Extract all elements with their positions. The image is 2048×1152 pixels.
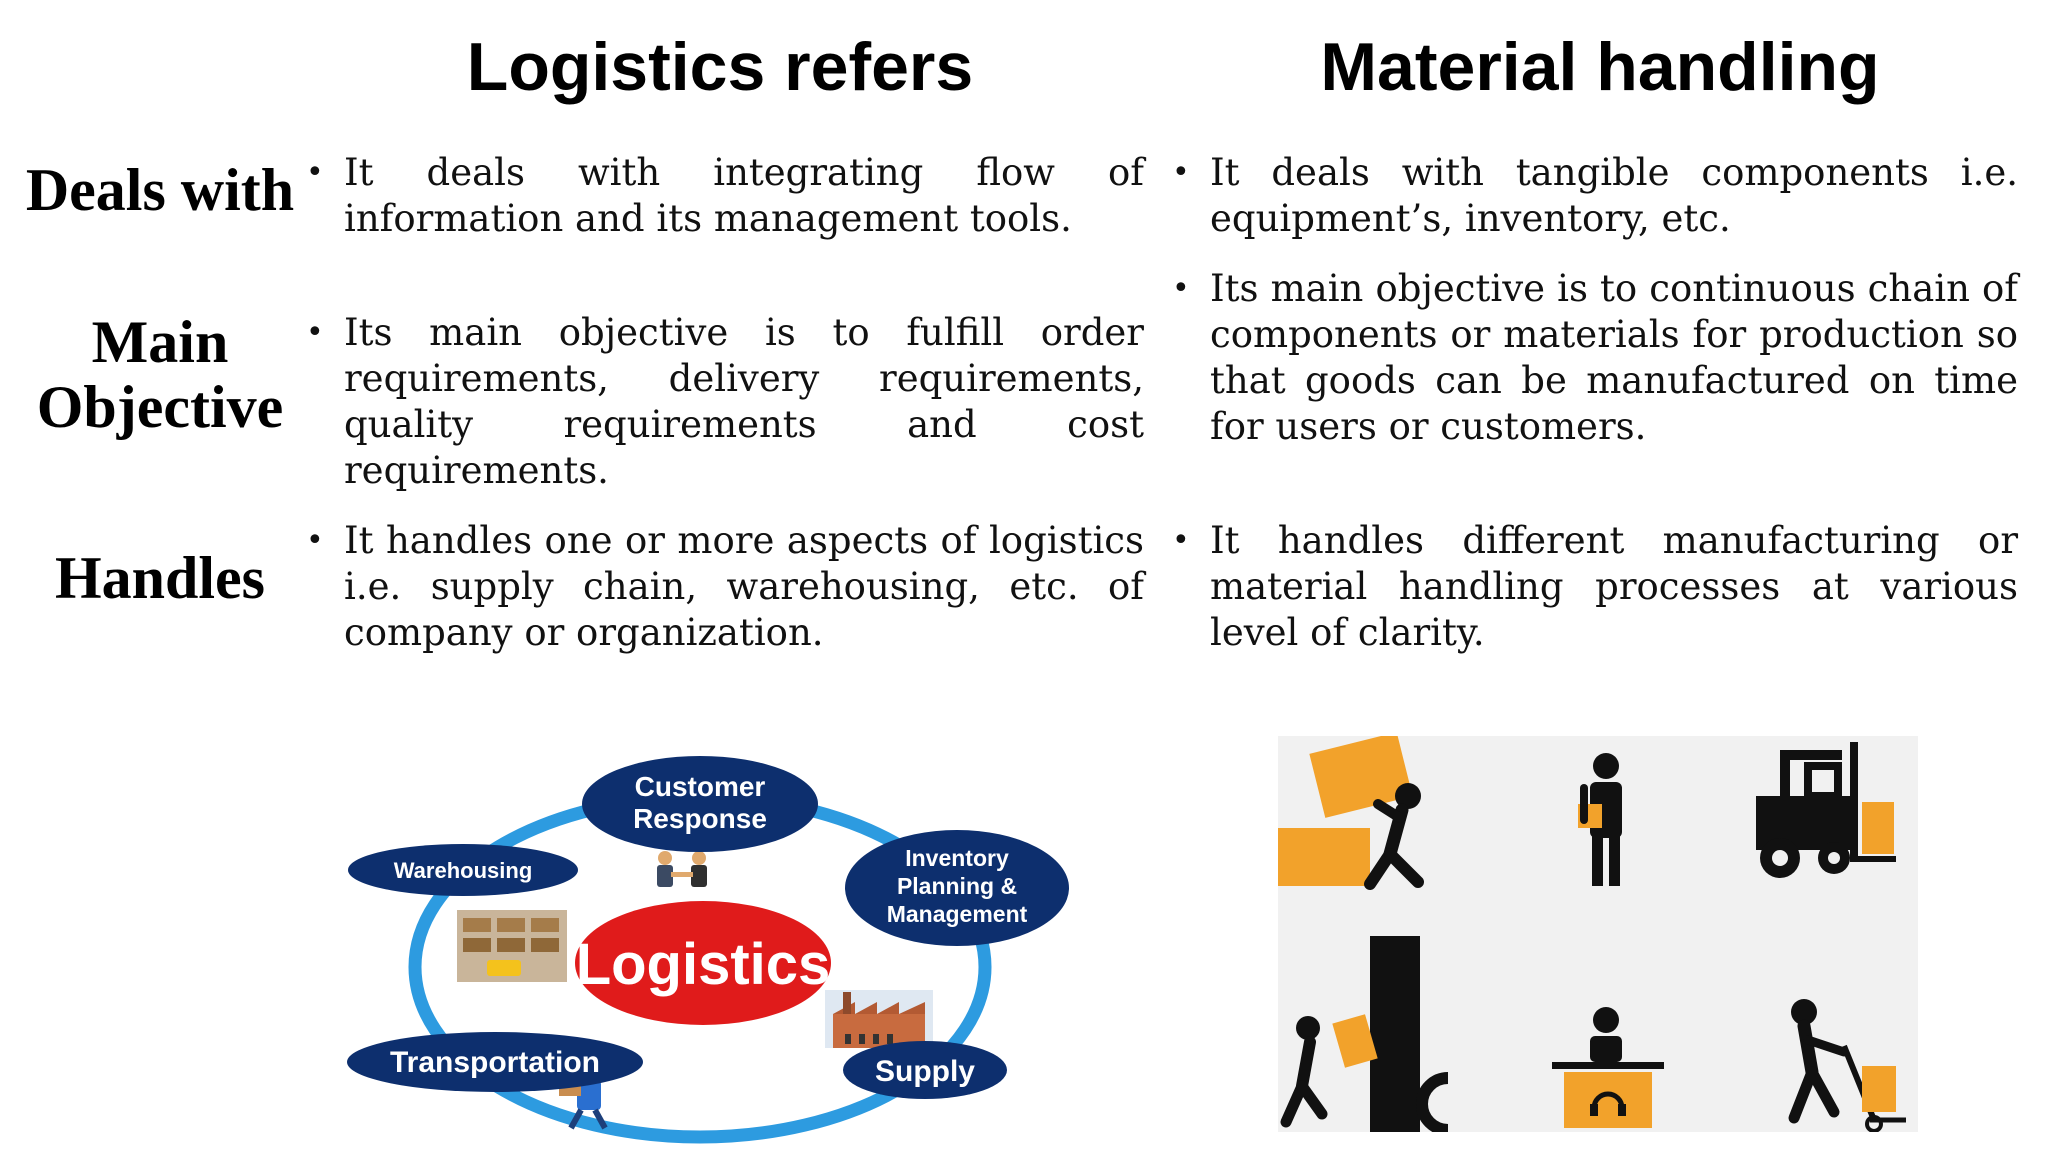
customer-node-label-2: Response	[633, 803, 767, 834]
logistics-cycle-diagram: Customer Response Inventory Planning & M…	[347, 756, 1069, 1144]
logistics-center-node	[575, 901, 831, 1025]
material-objective-bullet: Its main objective is to continuous chai…	[1172, 266, 2018, 450]
customer-node-label-1: Customer	[635, 771, 766, 802]
inventory-node	[845, 830, 1069, 946]
factory-picture	[825, 990, 933, 1048]
supply-node	[843, 1041, 1007, 1099]
worker-pushing-box-icon	[1278, 736, 1424, 890]
warehouse-picture	[457, 910, 567, 982]
material-handling-column-header: Material handling	[1320, 29, 1880, 105]
transportation-node-label: Transportation	[390, 1046, 600, 1079]
inventory-node-label-3: Management	[887, 901, 1028, 927]
transportation-node	[347, 1032, 643, 1092]
logistics-center-label: Logistics	[576, 932, 831, 997]
logistics-objective-bullet: Its main objective is to fulfill order r…	[306, 310, 1144, 494]
inventory-node-label-1: Inventory	[905, 845, 1009, 871]
customer-response-node	[582, 756, 818, 852]
inventory-node-label-2: Planning &	[897, 873, 1017, 899]
hand-truck-icon	[1788, 999, 1906, 1132]
logistics-column-header: Logistics refers	[466, 29, 974, 105]
warehousing-node	[348, 844, 578, 896]
person-holding-box-icon	[1578, 753, 1622, 886]
handshake-people-icon	[657, 851, 707, 887]
row-label-handles: Handles	[54, 545, 266, 611]
warehousing-node-label: Warehousing	[394, 858, 533, 883]
material-deals-with-bullet: It deals with tangible components i.e. e…	[1172, 150, 2018, 242]
logistics-handles-bullet: It handles one or more aspects of logist…	[306, 518, 1144, 656]
logistics-deals-with-bullet: It deals with integrating flow of inform…	[306, 150, 1144, 242]
material-handling-icons-panel	[1278, 736, 1918, 1132]
supply-node-label: Supply	[875, 1055, 975, 1088]
support-desk-icon	[1552, 1007, 1664, 1128]
forklift-icon	[1756, 742, 1896, 878]
worker-climbing-icon	[1280, 936, 1449, 1132]
row-label-deals-with: Deals with	[25, 157, 295, 223]
material-handles-bullet: It handles different manufacturing or ma…	[1172, 518, 2018, 656]
